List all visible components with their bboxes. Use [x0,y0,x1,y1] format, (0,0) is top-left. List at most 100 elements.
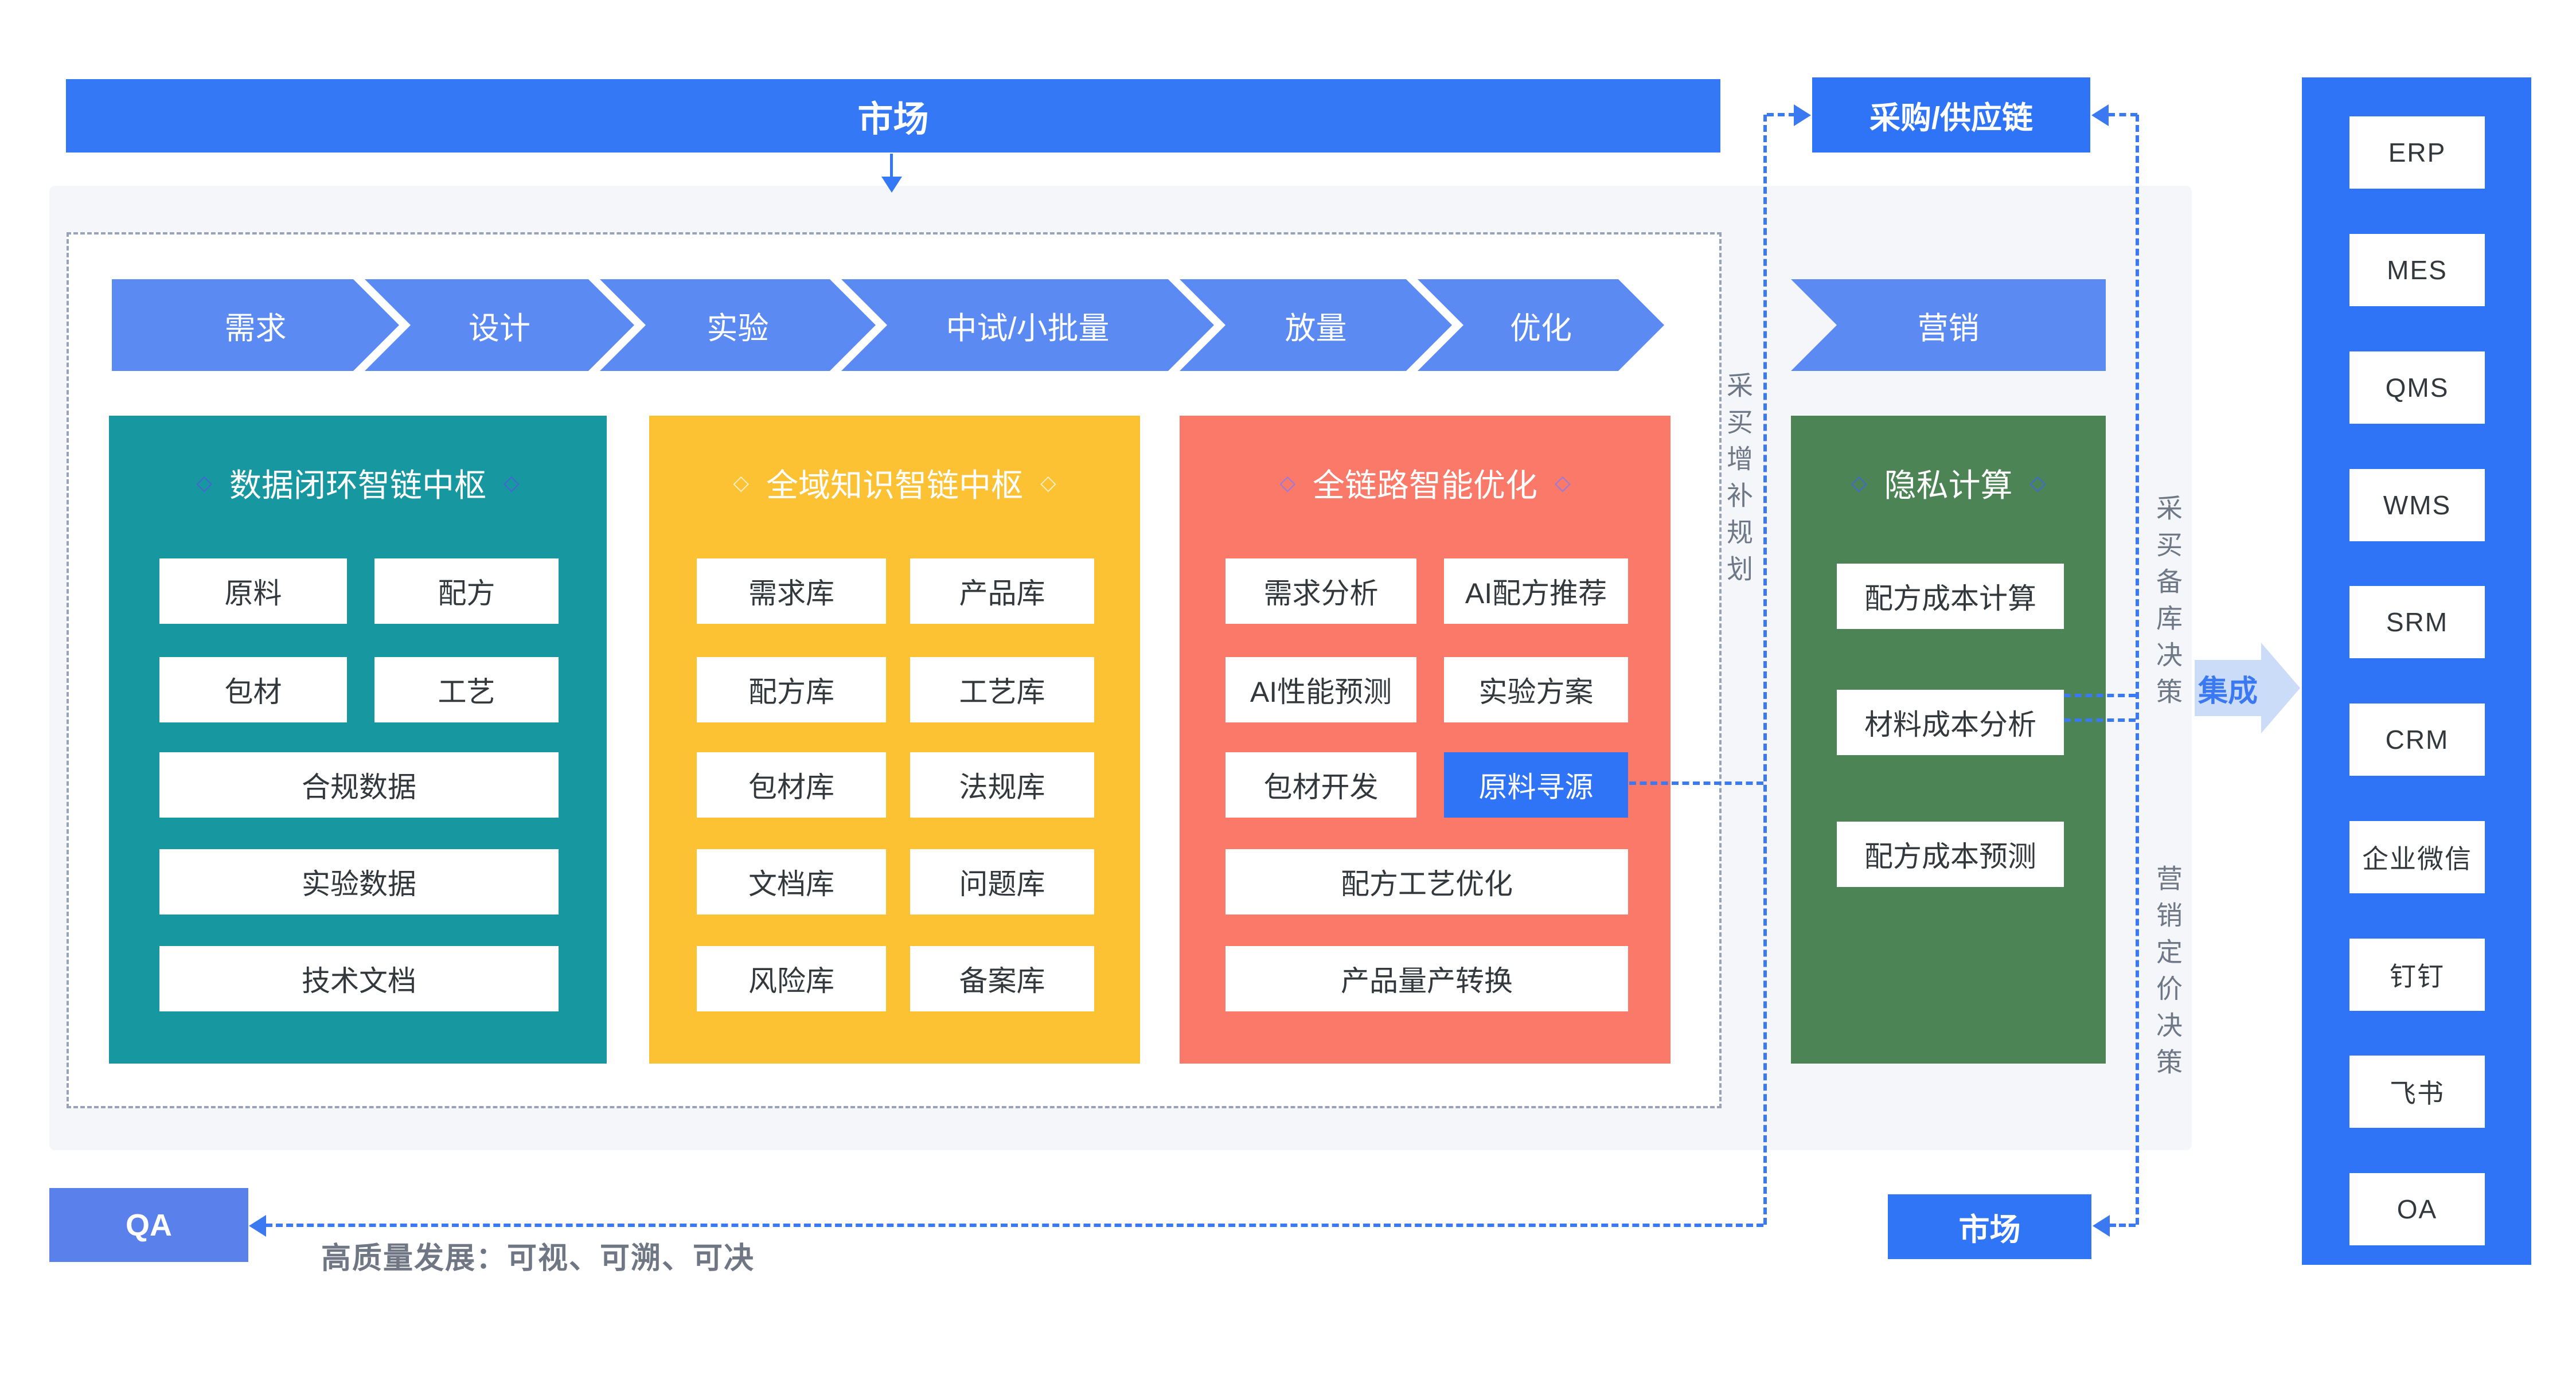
annotation-purchase-stock: 采买备库决策 [2153,494,2183,714]
pillar-optimization: ◇ 全链路智能优化 ◇ 需求分析 AI配方推荐 AI性能预测 实验方案 包材开发… [1180,416,1671,1064]
integration-label: 集成 [2198,674,2258,708]
chevron-demand: 需求 [112,279,399,371]
qa-box: QA [49,1188,248,1262]
chevron-label: 设计 [469,311,530,346]
optimization-card: 包材开发 [1225,752,1416,818]
pillar-title: 全链路智能优化 [1313,467,1537,503]
diamond-icon: ◇ [1851,471,1867,494]
arrowhead-into-bottom-market-icon [2093,1215,2110,1237]
system-card-srm: SRM [2349,586,2485,658]
arrowhead-into-procurement-right-icon [2091,104,2109,126]
system-card-crm: CRM [2349,704,2485,776]
pillar-title: 隐私计算 [1884,467,2013,503]
data-card: 合规数据 [159,752,559,818]
chevron-label: 中试/小批量 [946,311,1110,346]
knowledge-card: 配方库 [697,657,886,722]
system-card-mes: MES [2349,234,2485,306]
systems-sidebar: ERP MES QMS WMS SRM CRM 企业微信 钉钉 飞书 OA [2302,77,2531,1265]
diamond-icon: ◇ [733,471,749,494]
system-card-wecom: 企业微信 [2349,821,2485,893]
diamond-icon: ◇ [504,471,520,494]
system-card-feishu: 飞书 [2349,1056,2485,1128]
diamond-icon: ◇ [1040,471,1056,494]
procurement-box: 采购/供应链 [1812,77,2090,153]
pillar-knowledge-hub: ◇ 全域知识智链中枢 ◇ 需求库 产品库 配方库 工艺库 包材库 法规库 文档库… [649,416,1140,1064]
knowledge-card: 风险库 [697,946,886,1011]
chevron-marketing: 营销 [1791,279,2106,371]
procurement-label: 采购/供应链 [1869,101,2033,135]
knowledge-card: 产品库 [910,558,1094,624]
data-card: 实验数据 [159,849,559,915]
system-card-dingtalk: 钉钉 [2349,939,2485,1011]
connector-left-vertical [1763,115,1767,1225]
connector-from-procurement [2108,113,2137,116]
pillar-data-hub: ◇ 数据闭环智链中枢 ◇ 原料 配方 包材 工艺 合规数据 实验数据 技术文档 [109,416,607,1064]
connector-cost-analysis-upper [2064,694,2136,697]
knowledge-card: 法规库 [910,752,1094,818]
connector-cost-analysis-lower [2064,718,2136,722]
system-card-qms: QMS [2349,351,2485,424]
optimization-card-raw-material-sourcing: 原料寻源 [1444,752,1628,818]
data-card: 技术文档 [159,946,559,1011]
arrowhead-into-procurement-icon [1794,104,1811,126]
chevron-experiment: 实验 [600,279,876,371]
privacy-card: 配方成本预测 [1837,822,2064,887]
system-card-wms: WMS [2349,469,2485,541]
market-bottom-box: 市场 [1888,1194,2091,1259]
arrowhead-into-qa-icon [249,1215,266,1237]
optimization-card: 需求分析 [1225,558,1416,624]
diamond-icon: ◇ [196,471,212,494]
privacy-card: 配方成本计算 [1837,564,2064,629]
system-card-oa: OA [2349,1173,2485,1245]
connector-to-qa [266,1224,1763,1227]
annotation-quality: 高质量发展：可视、可溯、可决 [321,1242,755,1275]
optimization-card: AI性能预测 [1225,657,1416,722]
optimization-card: 配方工艺优化 [1225,849,1628,915]
optimization-card: AI配方推荐 [1444,558,1628,624]
knowledge-card: 需求库 [697,558,886,624]
connector-to-bottom-market [2109,1224,2136,1227]
knowledge-card: 问题库 [910,849,1094,915]
chevron-label: 需求 [224,311,287,346]
optimization-card: 实验方案 [1444,657,1628,722]
diamond-icon: ◇ [1279,471,1295,494]
chevron-optimize: 优化 [1418,279,1664,371]
integration-arrow: 集成 [2195,643,2300,733]
qa-label: QA [126,1207,172,1242]
chevron-label: 营销 [1917,311,1980,346]
system-card-erp: ERP [2349,116,2485,189]
knowledge-card: 备案库 [910,946,1094,1011]
knowledge-card: 工艺库 [910,657,1094,722]
connector-raw-material-branch [1629,781,1763,785]
market-down-arrow-icon [881,177,902,193]
pillar-title: 数据闭环智链中枢 [229,467,486,503]
connector-to-procurement [1767,113,1796,116]
chevron-label: 放量 [1285,311,1347,346]
diamond-icon: ◇ [2029,471,2046,494]
chevron-label: 实验 [707,311,769,346]
pillar-title-row: ◇ 全链路智能优化 ◇ [1180,451,1671,514]
diamond-icon: ◇ [1555,471,1571,494]
data-card: 原料 [159,558,347,624]
knowledge-card: 文档库 [697,849,886,915]
connector-right-vertical [2136,115,2139,1225]
pillar-privacy-computing: ◇ 隐私计算 ◇ 配方成本计算 材料成本分析 配方成本预测 [1791,416,2106,1064]
knowledge-card: 包材库 [697,752,886,818]
data-card: 配方 [374,558,559,624]
privacy-card: 材料成本分析 [1837,690,2064,755]
chevron-pilot: 中试/小批量 [841,279,1214,371]
data-card: 包材 [159,657,347,722]
pillar-title: 全域知识智链中枢 [766,467,1023,503]
market-top-label: 市场 [857,100,929,139]
annotation-purchase-replenish: 采买增补规划 [1723,372,1753,592]
pillar-title-row: ◇ 数据闭环智链中枢 ◇ [109,451,607,514]
pillar-title-row: ◇ 全域知识智链中枢 ◇ [649,451,1140,514]
market-down-arrow-line [890,154,893,179]
pillar-title-row: ◇ 隐私计算 ◇ [1791,451,2106,514]
market-bottom-label: 市场 [1958,1213,2021,1247]
chevron-scaleup: 放量 [1180,279,1452,371]
annotation-marketing-pricing: 营销定价决策 [2153,865,2183,1085]
market-top-bar: 市场 [66,79,1720,153]
chevron-label: 优化 [1510,311,1572,346]
data-card: 工艺 [374,657,559,722]
